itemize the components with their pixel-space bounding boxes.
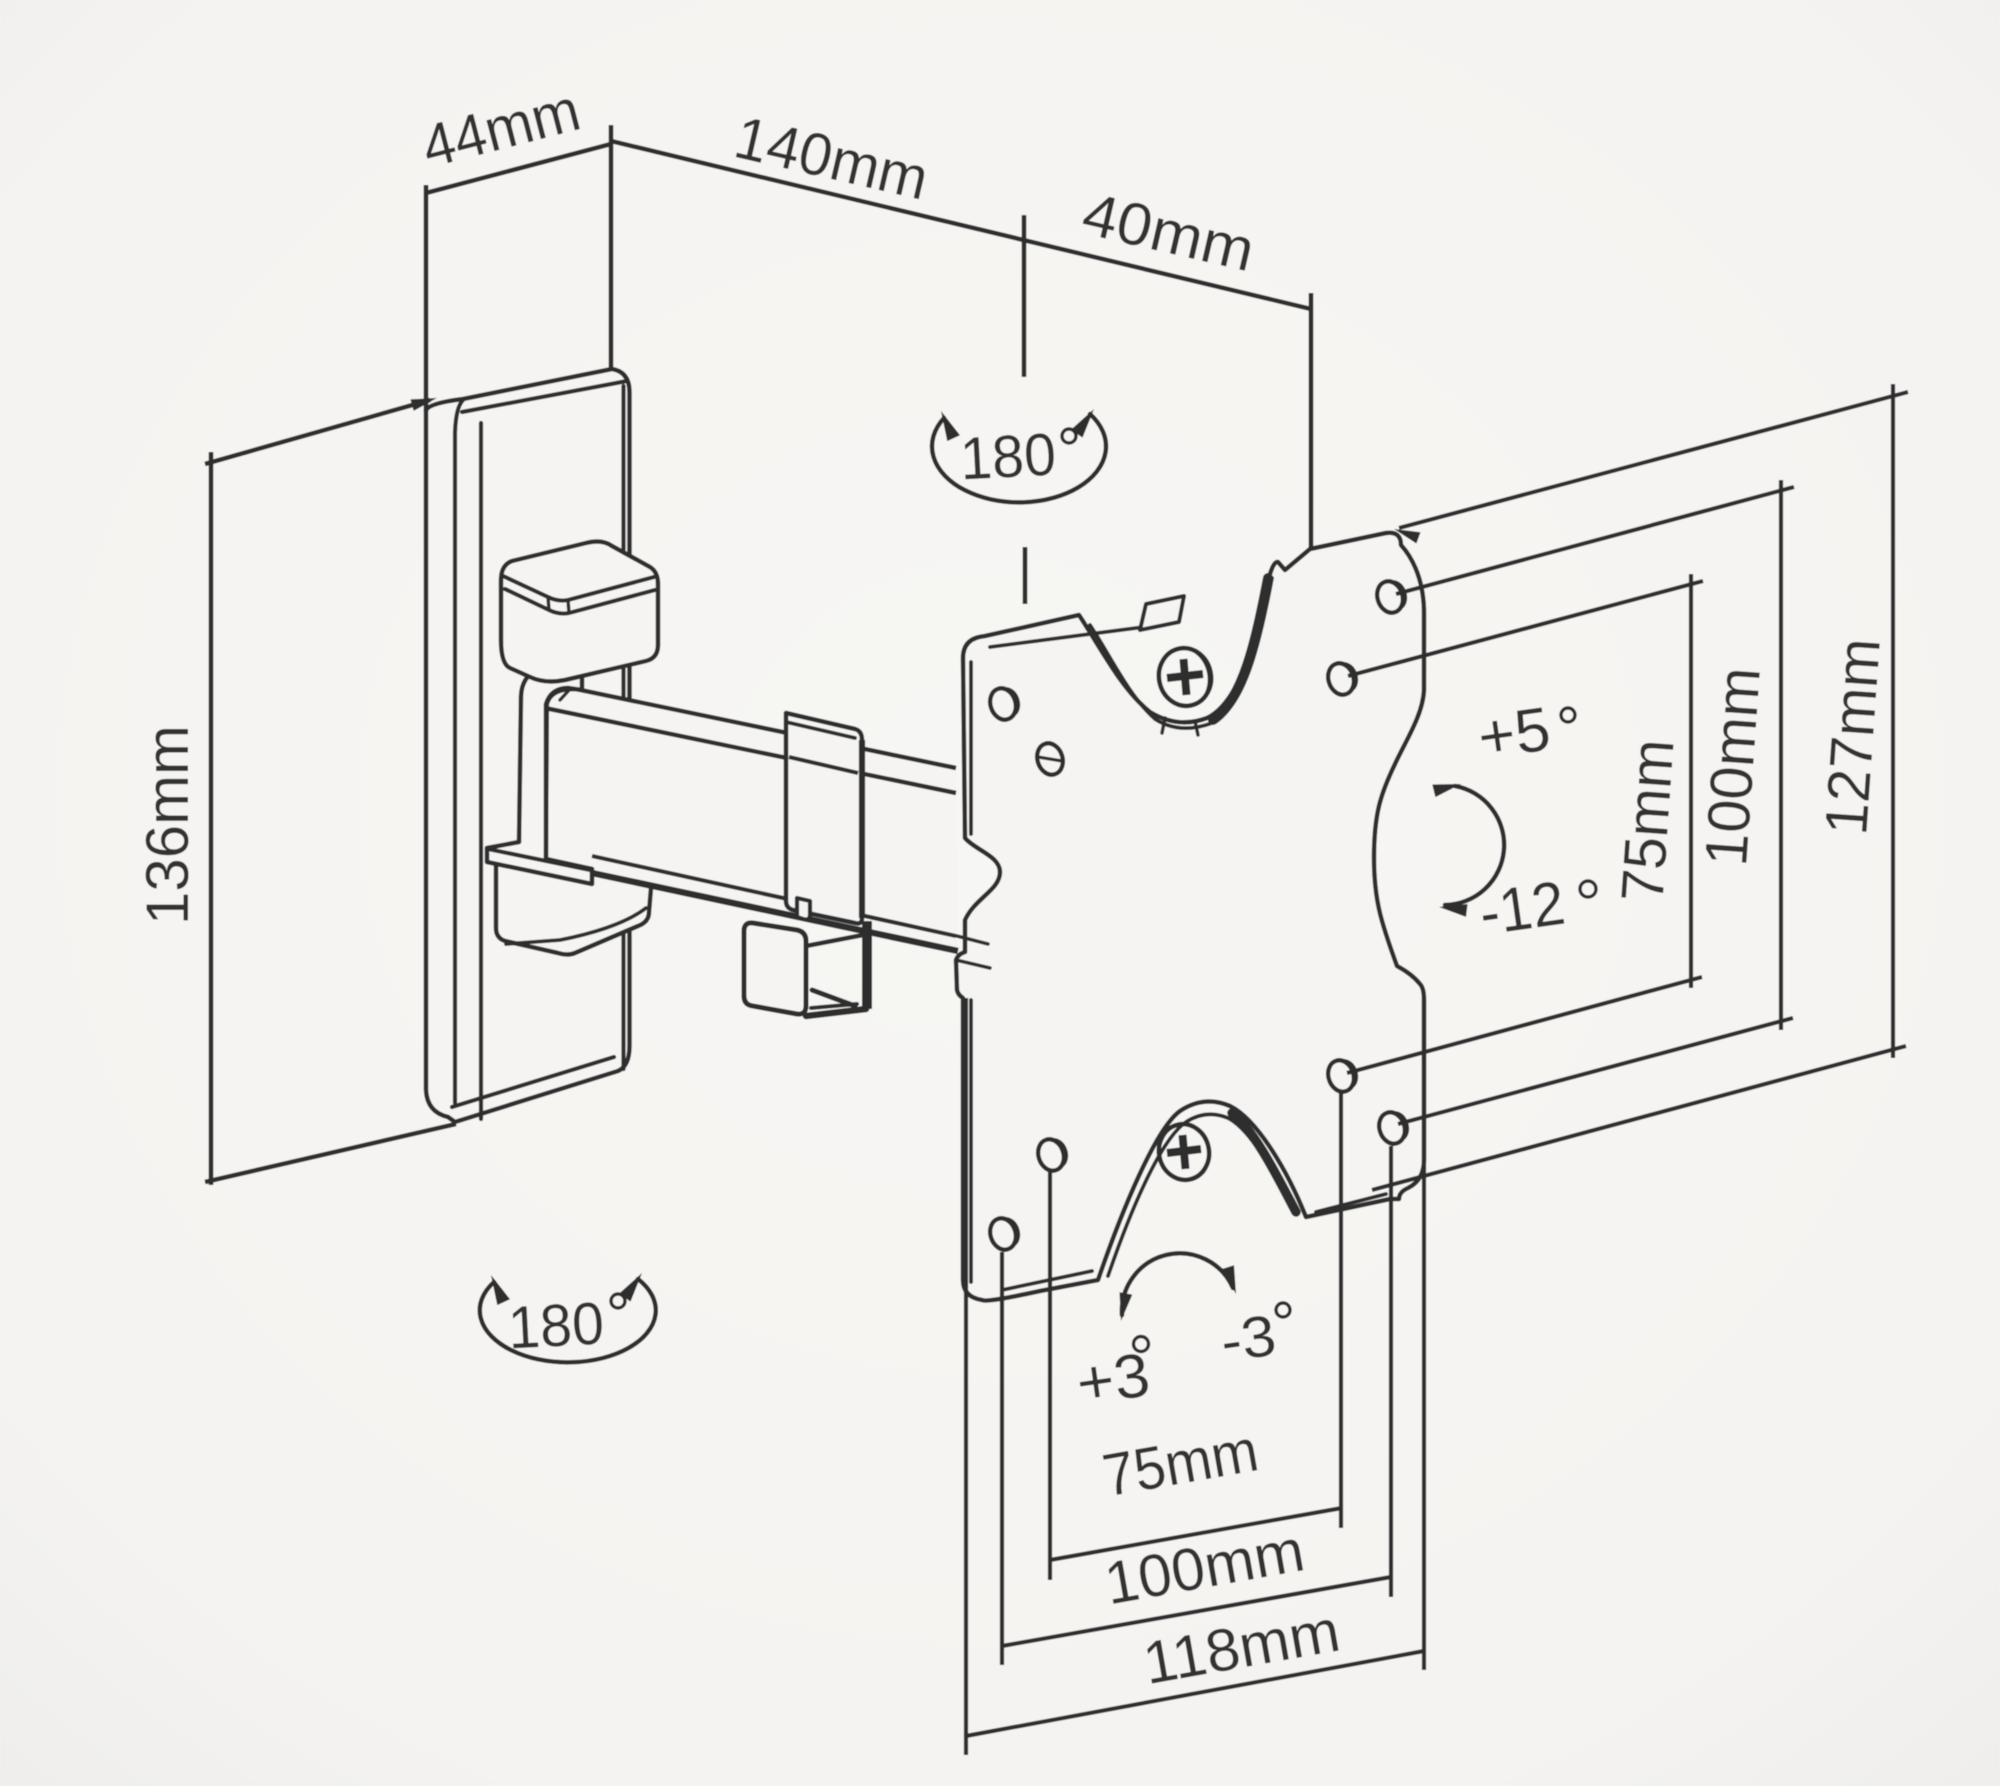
svg-text:180: 180 (506, 1290, 605, 1362)
svg-text:-3: -3 (1217, 1303, 1281, 1375)
svg-text:127mm: 127mm (1812, 636, 1893, 837)
svg-text:75mm: 75mm (1608, 737, 1686, 904)
svg-text:100mm: 100mm (1692, 665, 1773, 868)
svg-text:+5: +5 (1474, 695, 1555, 773)
svg-text:-12: -12 (1475, 869, 1569, 949)
svg-text:136mm: 136mm (134, 725, 201, 925)
svg-text:+3: +3 (1072, 1340, 1154, 1418)
svg-text:180: 180 (958, 421, 1057, 493)
